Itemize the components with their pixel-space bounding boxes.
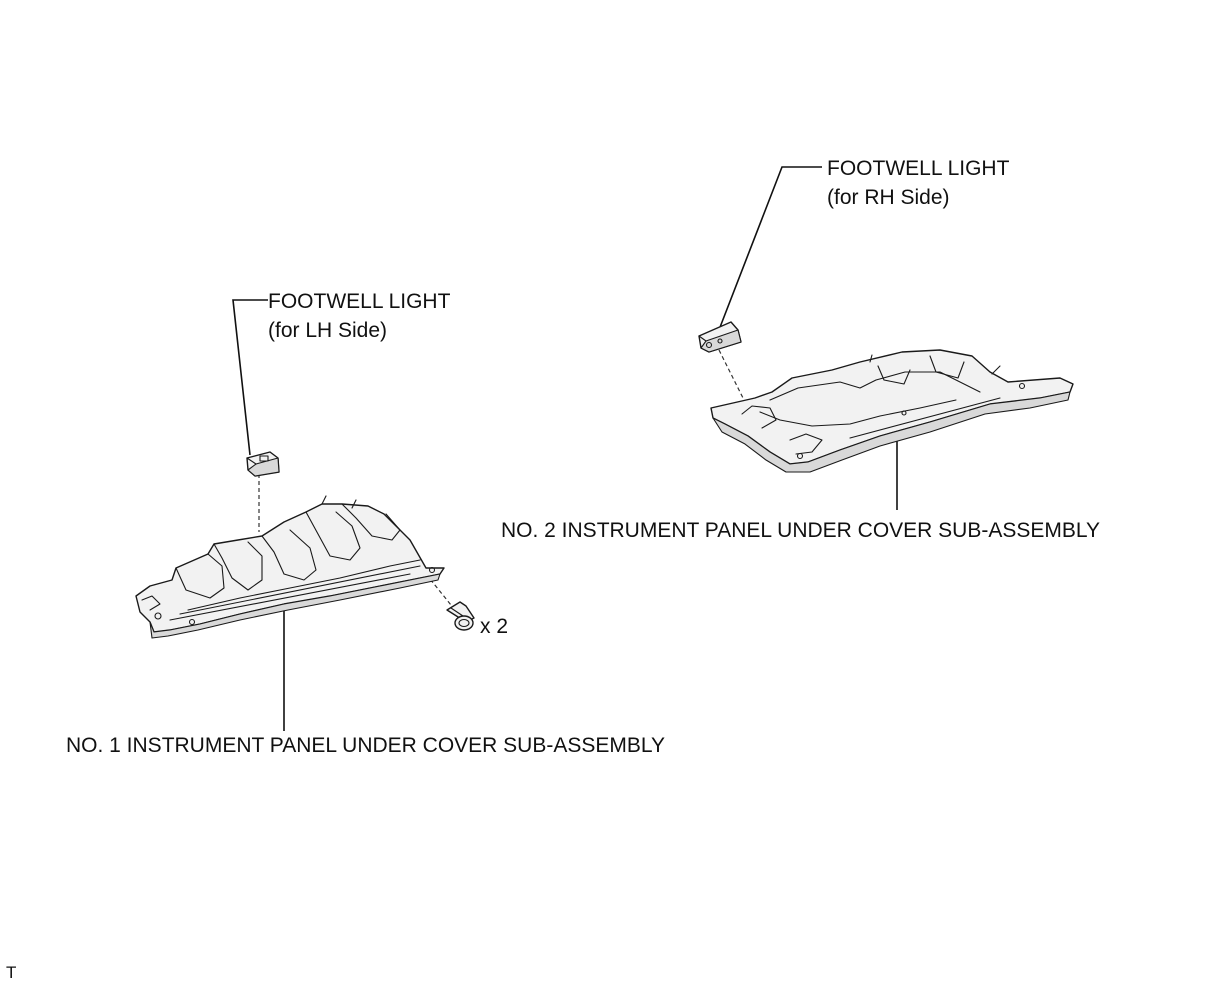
label-cover-no2: NO. 2 INSTRUMENT PANEL UNDER COVER SUB-A… <box>501 519 1101 542</box>
label-footwell-lh-line1: FOOTWELL LIGHT <box>268 290 451 313</box>
leader-footwell-lh <box>232 299 268 456</box>
screw-part <box>446 601 475 631</box>
label-footwell-lh-line2: (for LH Side) <box>268 319 388 342</box>
leader-footwell-rh <box>716 166 822 336</box>
label-cover-no1: NO. 1 INSTRUMENT PANEL UNDER COVER SUB-A… <box>66 734 666 757</box>
corner-mark: T <box>6 963 17 982</box>
label-footwell-light-rh: FOOTWELL LIGHT (for RH Side) <box>827 154 1009 212</box>
label-screw-quantity: x 2 <box>480 615 509 638</box>
label-footwell-rh-line2: (for RH Side) <box>827 186 950 209</box>
no1-under-cover-part <box>135 495 445 639</box>
label-footwell-light-lh: FOOTWELL LIGHT (for LH Side) <box>268 287 450 345</box>
no2-under-cover-part <box>710 349 1074 473</box>
footwell-light-lh-part <box>246 451 280 477</box>
label-footwell-rh-line1: FOOTWELL LIGHT <box>827 157 1010 180</box>
footwell-light-rh-part <box>698 321 742 353</box>
